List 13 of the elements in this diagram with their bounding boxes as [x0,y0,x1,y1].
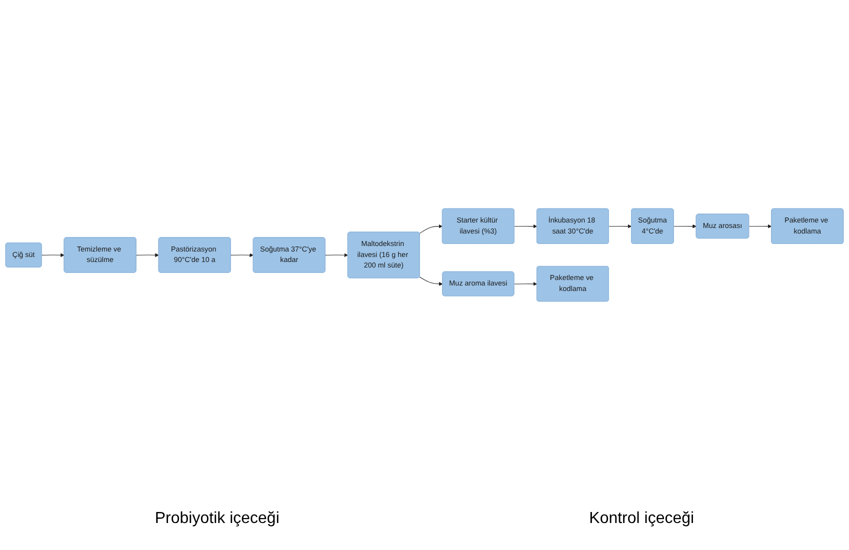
arrow [748,224,772,228]
arrow [514,282,538,286]
arrow [674,224,697,228]
arrow [514,224,538,228]
arrow [230,253,254,258]
arrow [419,276,443,286]
arrow [42,253,64,258]
arrow [325,253,348,258]
caption-label: Kontrol içeceği [589,510,694,529]
arrow [136,253,159,258]
arrow [419,224,443,234]
arrow [608,224,632,228]
caption-label: Probiyotik içeceği [154,510,280,529]
